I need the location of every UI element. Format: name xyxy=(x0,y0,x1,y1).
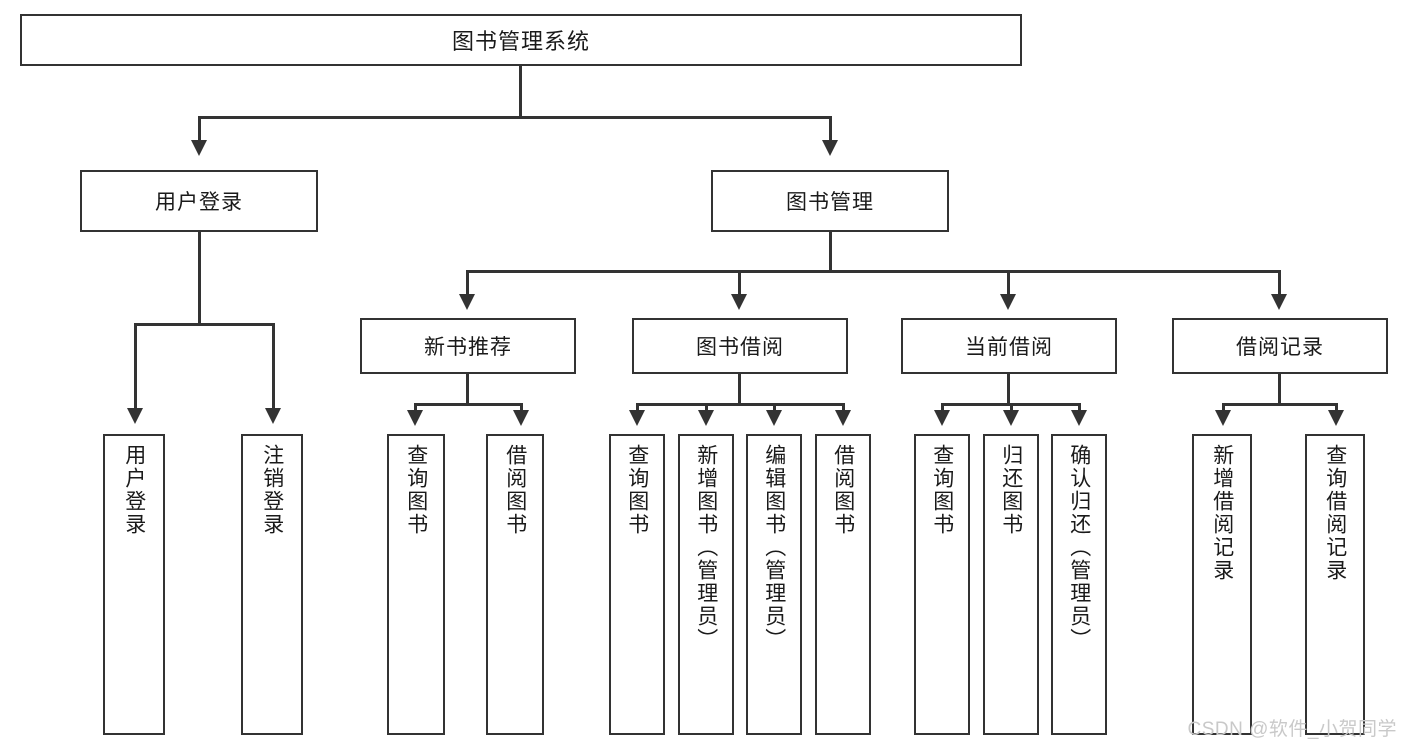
leaf-label: 新增借阅记录 xyxy=(1210,444,1234,582)
arrow-recommend-child-0 xyxy=(407,410,423,426)
connector-user-login-stem xyxy=(198,232,201,325)
node-label: 图书借阅 xyxy=(696,336,784,359)
arrow-borrow-child-3 xyxy=(835,410,851,426)
node-label: 新书推荐 xyxy=(424,336,512,359)
leaf-label: 新增图书（管理员） xyxy=(694,444,718,651)
connector-borrow-child-2 xyxy=(773,403,776,412)
leaf-recommend-query-book[interactable]: 查询图书 xyxy=(387,434,445,735)
connector-root-bus xyxy=(198,116,831,119)
node-label: 当前借阅 xyxy=(965,336,1053,359)
leaf-current-query-book[interactable]: 查询图书 xyxy=(914,434,970,735)
leaf-label: 查询图书 xyxy=(625,444,649,536)
arrow-book-manage-to-current xyxy=(1000,294,1016,310)
connector-book-manage-bus xyxy=(466,270,1280,273)
arrow-book-manage-to-borrow xyxy=(731,294,747,310)
arrow-book-manage-to-recommend xyxy=(459,294,475,310)
connector-user-login-bus xyxy=(134,323,274,326)
leaf-label: 查询图书 xyxy=(404,444,428,536)
leaf-record-query-record[interactable]: 查询借阅记录 xyxy=(1305,434,1365,735)
connector-record-child-1 xyxy=(1335,403,1338,412)
node-borrow-record[interactable]: 借阅记录 xyxy=(1172,318,1388,374)
arrow-current-child-2 xyxy=(1071,410,1087,426)
arrow-current-child-0 xyxy=(934,410,950,426)
connector-record-bus xyxy=(1222,403,1337,406)
leaf-borrow-borrow-book[interactable]: 借阅图书 xyxy=(815,434,871,735)
leaf-label: 查询图书 xyxy=(930,444,954,536)
leaf-borrow-add-book-admin[interactable]: 新增图书（管理员） xyxy=(678,434,734,735)
node-new-book-recommend[interactable]: 新书推荐 xyxy=(360,318,576,374)
arrow-borrow-child-2 xyxy=(766,410,782,426)
node-label: 借阅记录 xyxy=(1236,336,1324,359)
node-current-borrow[interactable]: 当前借阅 xyxy=(901,318,1117,374)
leaf-logout[interactable]: 注销登录 xyxy=(241,434,303,735)
connector-borrow-stem xyxy=(738,374,741,405)
leaf-label: 借阅图书 xyxy=(503,444,527,536)
leaf-label: 查询借阅记录 xyxy=(1323,444,1347,582)
connector-current-child-2 xyxy=(1078,403,1081,412)
connector-recommend-bus xyxy=(414,403,522,406)
connector-book-manage-to-borrow xyxy=(738,270,741,297)
connector-current-child-1 xyxy=(1010,403,1013,412)
leaf-current-return-book[interactable]: 归还图书 xyxy=(983,434,1039,735)
arrow-book-manage-to-record xyxy=(1271,294,1287,310)
connector-borrow-bus xyxy=(636,403,844,406)
leaf-borrow-edit-book-admin[interactable]: 编辑图书（管理员） xyxy=(746,434,802,735)
node-root-system[interactable]: 图书管理系统 xyxy=(20,14,1022,66)
node-book-management[interactable]: 图书管理 xyxy=(711,170,949,232)
arrow-record-child-1 xyxy=(1328,410,1344,426)
connector-borrow-child-3 xyxy=(842,403,845,412)
connector-root-to-user-login xyxy=(198,116,201,143)
arrow-borrow-child-1 xyxy=(698,410,714,426)
arrow-root-to-book-manage xyxy=(822,140,838,156)
connector-current-child-0 xyxy=(941,403,944,412)
connector-root-to-book-manage xyxy=(829,116,832,143)
connector-root-stem xyxy=(519,66,522,118)
leaf-label: 编辑图书（管理员） xyxy=(762,444,786,651)
connector-borrow-child-0 xyxy=(636,403,639,412)
connector-book-manage-stem xyxy=(829,232,832,272)
connector-record-stem xyxy=(1278,374,1281,405)
node-label: 图书管理系统 xyxy=(451,29,590,54)
leaf-record-add-record[interactable]: 新增借阅记录 xyxy=(1192,434,1252,735)
arrow-recommend-child-1 xyxy=(513,410,529,426)
connector-user-login-child-1 xyxy=(272,323,275,410)
leaf-label: 注销登录 xyxy=(260,444,284,536)
arrow-user-login-child-0 xyxy=(127,408,143,424)
node-user-login[interactable]: 用户登录 xyxy=(80,170,318,232)
leaf-recommend-borrow-book[interactable]: 借阅图书 xyxy=(486,434,544,735)
arrow-record-child-0 xyxy=(1215,410,1231,426)
node-book-borrow[interactable]: 图书借阅 xyxy=(632,318,848,374)
arrow-user-login-child-1 xyxy=(265,408,281,424)
connector-recommend-child-0 xyxy=(414,403,417,412)
leaf-label: 确认归还（管理员） xyxy=(1067,444,1091,651)
node-label: 图书管理 xyxy=(786,191,874,214)
arrow-borrow-child-0 xyxy=(629,410,645,426)
arrow-current-child-1 xyxy=(1003,410,1019,426)
connector-user-login-child-0 xyxy=(134,323,137,410)
node-label: 用户登录 xyxy=(155,191,243,214)
connector-recommend-child-1 xyxy=(520,403,523,412)
connector-current-stem xyxy=(1007,374,1010,405)
connector-book-manage-to-recommend xyxy=(466,270,469,297)
connector-book-manage-to-current xyxy=(1007,270,1010,297)
connector-record-child-0 xyxy=(1222,403,1225,412)
leaf-label: 用户登录 xyxy=(122,444,146,536)
connector-book-manage-to-record xyxy=(1278,270,1281,297)
leaf-label: 借阅图书 xyxy=(831,444,855,536)
connector-recommend-stem xyxy=(466,374,469,405)
csdn-watermark: CSDN @软件_小贺同学 xyxy=(1187,719,1397,740)
leaf-label: 归还图书 xyxy=(999,444,1023,536)
leaf-user-login[interactable]: 用户登录 xyxy=(103,434,165,735)
arrow-root-to-user-login xyxy=(191,140,207,156)
leaf-borrow-query-book[interactable]: 查询图书 xyxy=(609,434,665,735)
connector-borrow-child-1 xyxy=(705,403,708,412)
leaf-current-confirm-return-admin[interactable]: 确认归还（管理员） xyxy=(1051,434,1107,735)
